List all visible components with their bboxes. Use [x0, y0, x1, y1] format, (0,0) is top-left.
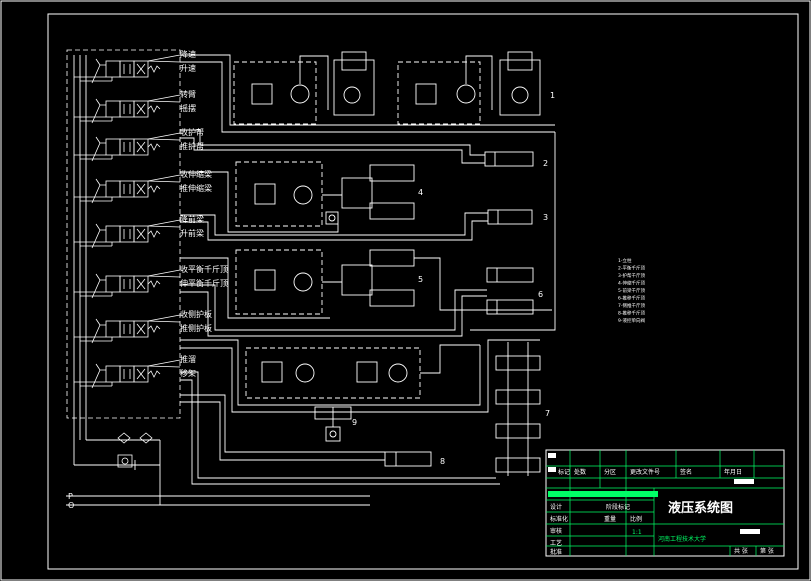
front-beam-circuit-4 — [180, 161, 415, 233]
valve-label-extend: 伸平衡千斤顶 — [180, 278, 228, 288]
valve-bank-enclosure — [66, 49, 181, 419]
drawing-title: 液压系统图 — [668, 500, 733, 516]
valve-label-retract: 收伸缩梁 — [180, 169, 212, 179]
legend-line: 8-推移千斤顶 — [618, 310, 645, 317]
main-lines — [66, 55, 370, 506]
title-block-header-cell: 标记 — [558, 468, 570, 476]
legend-line: 6-推移千斤顶 — [618, 295, 645, 302]
component-number-4: 4 — [418, 188, 423, 197]
supply-label-o: O — [68, 501, 74, 510]
valve-row — [74, 314, 181, 344]
title-block-field-cell: 第 张 — [760, 547, 774, 555]
title-block-header-cell: 更改文件号 — [630, 468, 660, 476]
side-plate-circuit — [180, 339, 540, 413]
scale-value: 1:1 — [632, 529, 642, 536]
supply-filters — [117, 432, 153, 468]
valve-label-extend: 推伸缩梁 — [180, 183, 212, 193]
title-block-header-cell: 分区 — [604, 468, 616, 476]
legend-line: 3-护帮千斤顶 — [618, 272, 645, 279]
valve-label-retract: 推溜 — [180, 354, 196, 364]
title-block-field-cell: 重量 — [604, 515, 616, 523]
legend-line: 5-前梁千斤顶 — [618, 287, 645, 294]
valve-label-extend: 推侧护板 — [180, 323, 212, 333]
title-block-header-cell: 签名 — [680, 468, 692, 476]
cylinder-stack-7 — [180, 342, 541, 485]
title-block-field-cell: 共 张 — [734, 547, 748, 555]
title-block-field-cell: 比例 — [630, 515, 642, 523]
component-legend: 1-立柱2-平衡千斤顶3-护帮千斤顶4-伸缩千斤顶5-前梁千斤顶6-推移千斤顶7… — [618, 257, 645, 324]
component-number-1: 1 — [550, 91, 555, 100]
component-number-5: 5 — [418, 275, 423, 284]
component-number-8: 8 — [440, 457, 445, 466]
component-number-6: 6 — [538, 290, 543, 299]
title-block-role-cell: 设计 — [550, 503, 562, 511]
valve-label-extend: 推护帮 — [180, 141, 204, 151]
component-number-9: 9 — [352, 418, 357, 427]
title-block-role-cell: 工艺 — [550, 539, 562, 547]
valve-label-extend: 摇摆 — [180, 103, 196, 113]
title-block-field-cell: 阶段标记 — [606, 503, 630, 511]
drawing-border — [47, 13, 799, 570]
valve-label-extend: 升前梁 — [180, 228, 204, 238]
cylinders-2-3 — [180, 129, 556, 331]
school-name: 河南工程技术大学 — [658, 535, 706, 543]
legend-line: 2-平衡千斤顶 — [618, 265, 645, 272]
valve-row — [74, 359, 181, 389]
title-block-header-cell: 处数 — [574, 468, 586, 476]
legend-line: 7-侧推千斤顶 — [618, 302, 645, 309]
valve-label-retract: 降速 — [180, 49, 196, 59]
title-block — [545, 449, 785, 557]
valve-row — [74, 54, 181, 84]
valve-label-retract: 收护帮 — [180, 127, 204, 137]
directional-valve-bank: 降速升速转臂摇摆收护帮推护帮收伸缩梁推伸缩梁降前梁升前梁收平衡千斤顶伸平衡千斤顶… — [74, 49, 228, 389]
component-number-2: 2 — [543, 159, 548, 168]
component-number-7: 7 — [545, 409, 550, 418]
title-block-role-cell: 标准化 — [550, 515, 568, 523]
title-block-header-cell: 年月日 — [724, 468, 742, 476]
valve-row — [74, 132, 181, 162]
title-block-text: 液压系统图 河南工程技术大学 1:1 标记处数 分区 更改文件号 签名 年月日设计标准化… — [550, 468, 774, 556]
component-number-3: 3 — [543, 213, 548, 222]
title-block-role-cell: 审核 — [550, 527, 562, 535]
cylinder-6 — [180, 267, 534, 337]
valve-label-retract: 转臂 — [180, 89, 196, 99]
valve-label-retract: 降前梁 — [180, 214, 204, 224]
valve-row — [74, 94, 181, 124]
valve-label-extend: 升速 — [180, 64, 196, 73]
column-circuit-1 — [180, 51, 555, 133]
cylinder-8-valve-9 — [180, 394, 432, 467]
valve-row — [74, 269, 181, 299]
valve-label-retract: 收侧护板 — [180, 309, 212, 319]
valve-label-retract: 收平衡千斤顶 — [180, 264, 228, 274]
valve-row — [74, 174, 181, 204]
supply-label-p: P — [68, 492, 73, 501]
title-block-role-cell: 批准 — [550, 548, 562, 556]
valve-row — [74, 219, 181, 249]
legend-line: 4-伸缩千斤顶 — [618, 280, 645, 287]
legend-line: 1-立柱 — [618, 257, 632, 264]
legend-line: 9-液控单向阀 — [618, 317, 645, 324]
telescopic-circuit-5 — [180, 249, 552, 319]
valve-label-extend: 移架 — [180, 368, 196, 378]
